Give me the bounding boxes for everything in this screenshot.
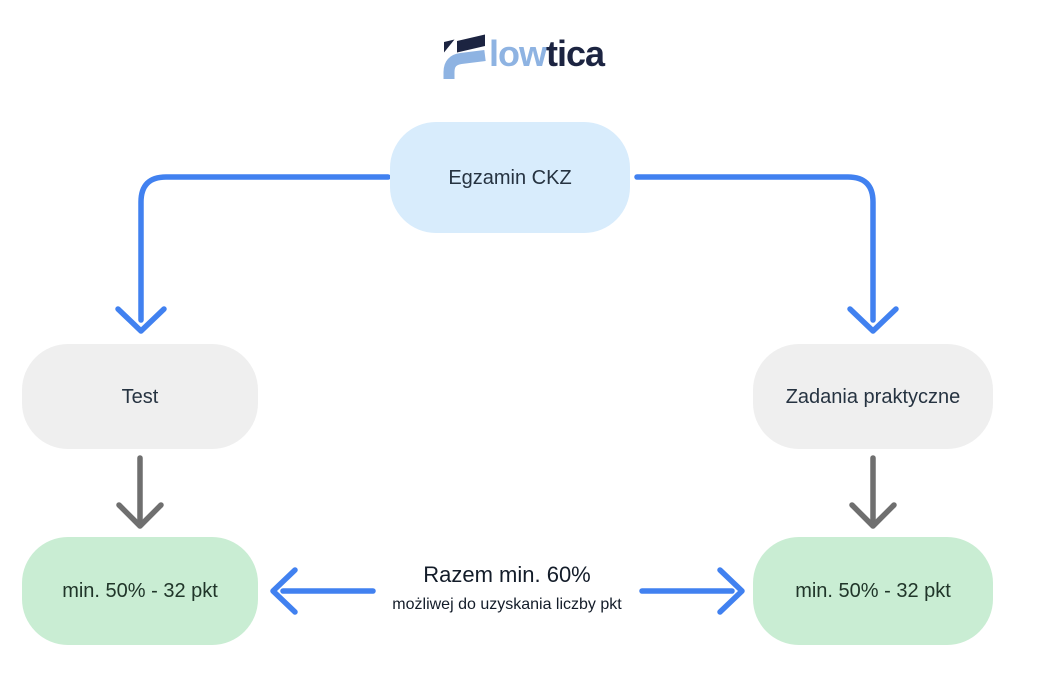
total-requirement-subtitle: możliwej do uzyskania liczby pkt — [392, 596, 622, 614]
edge-root-to-practical-arrowhead — [847, 306, 899, 334]
node-practical-threshold-label: min. 50% - 32 pkt — [795, 580, 951, 602]
node-practical-threshold: min. 50% - 32 pkt — [753, 537, 993, 645]
node-egzamin-ckz-label: Egzamin CKZ — [448, 166, 572, 189]
total-requirement-note: Razem min. 60% możliwej do uzyskania lic… — [367, 562, 647, 615]
edge-note-to-right-result-arrowhead — [717, 567, 745, 615]
node-zadania-praktyczne: Zadania praktyczne — [753, 344, 993, 449]
logo-text-dark: tica — [545, 33, 605, 74]
node-test-label: Test — [121, 385, 159, 408]
node-test-threshold-label: min. 50% - 32 pkt — [62, 580, 218, 602]
edge-test-to-result-arrowhead — [116, 502, 164, 529]
edge-root-to-test-arrowhead — [115, 306, 167, 334]
edge-practical-to-result-arrowhead — [849, 502, 897, 529]
flowtica-f-icon — [443, 34, 486, 79]
node-test: Test — [22, 344, 258, 449]
flowtica-logo: lowtica — [0, 28, 1043, 80]
logo-text-light: low — [488, 33, 547, 74]
node-egzamin-ckz: Egzamin CKZ — [390, 122, 630, 233]
total-requirement-title: Razem min. 60% — [423, 562, 591, 587]
edge-root-to-test-arrow — [138, 174, 391, 323]
flowtica-wordmark: lowtica — [488, 33, 605, 74]
node-zadania-praktyczne-label: Zadania praktyczne — [785, 385, 961, 408]
edge-root-to-practical-arrow — [634, 174, 876, 323]
edge-note-to-left-result-arrowhead — [270, 567, 298, 615]
node-test-threshold: min. 50% - 32 pkt — [22, 537, 258, 645]
